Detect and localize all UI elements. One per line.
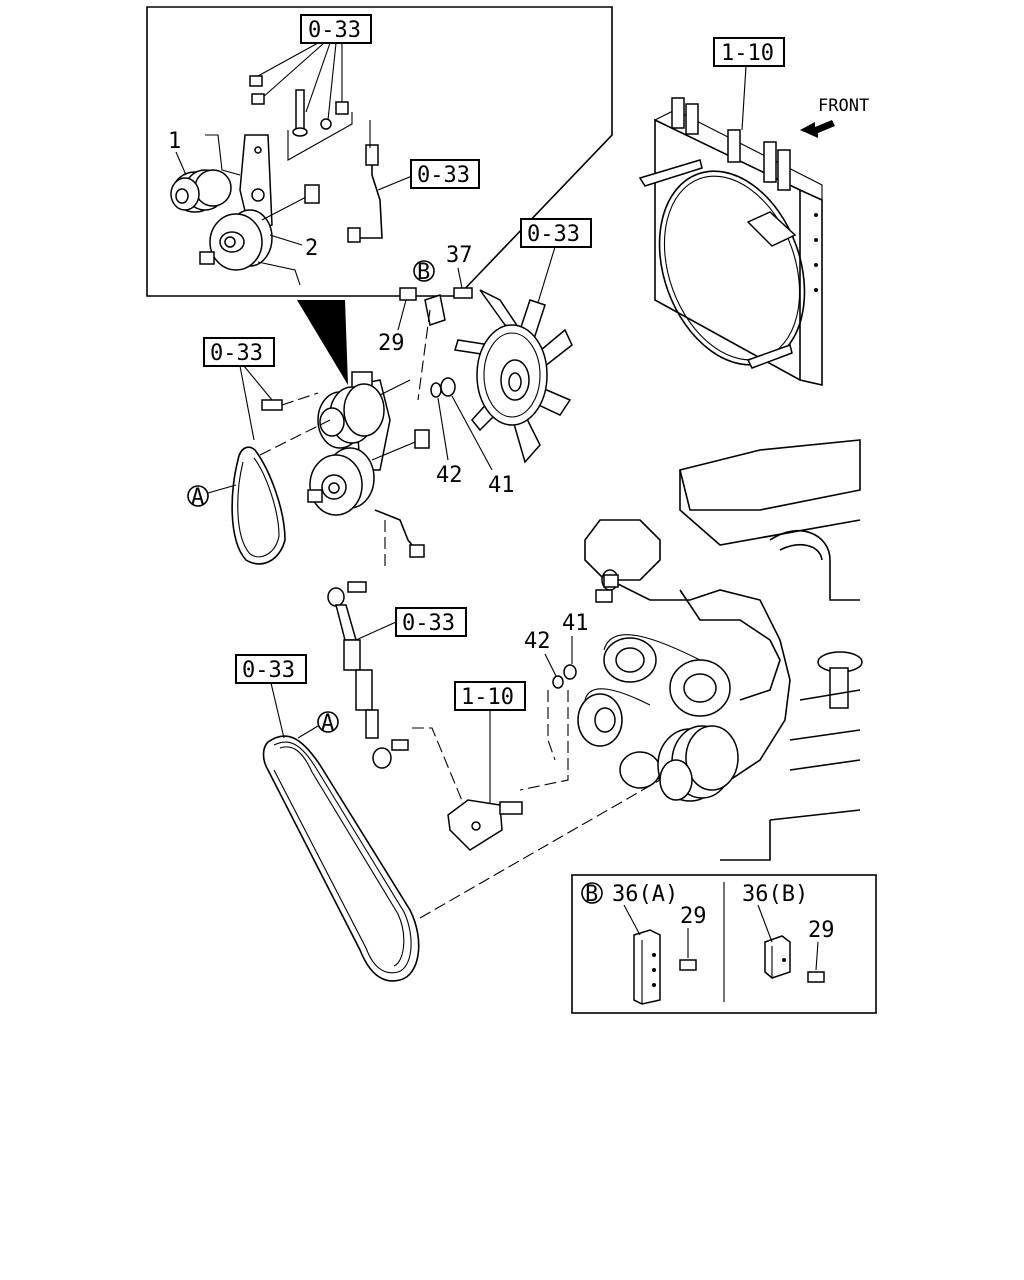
ref-rod: 0-33 [402,611,455,636]
circle-a-ref-2 [317,711,339,733]
tensioner-assembly: 0-33 A [187,337,430,570]
callout-37: 37 [446,243,473,268]
bolt-37 [453,287,473,299]
ref-inset-top: 0-33 [308,18,361,43]
front-label: FRONT [818,96,869,116]
inset-frame [146,6,613,297]
callout-1: 1 [168,129,181,154]
ref-box-fan [520,218,592,248]
ref-box-long-belt [235,654,307,684]
bracket-assembly: 1-10 [447,681,526,851]
callout-circle-b: B [417,260,430,285]
callout-circle-a1: A [191,485,204,510]
ref-box-tensioner [203,337,275,367]
detail-box-b: B 36(A) 29 36(B) 29 [571,874,877,1014]
tensioner-inset: 0-33 [146,6,613,297]
block-36b [764,935,791,979]
ref-box-bracket [454,681,526,711]
detail-left-title: 36(A) [612,882,678,907]
front-arrow-icon [800,120,835,138]
long-belt: 0-33 A [235,654,661,982]
detail-right-title: 36(B) [742,882,808,907]
detail-circle-b [581,882,603,904]
callout-42-engine: 42 [524,629,551,654]
ref-bracket: 1-10 [461,685,514,710]
bolt [295,89,305,131]
ref-box-hose [410,159,480,189]
callout-2: 2 [305,236,318,261]
tension-rod: 0-33 [327,581,471,821]
circle-a-ref-1 [187,485,209,507]
callout-41-engine: 41 [562,611,589,636]
detail-circle-label: B [585,882,598,907]
ref-box-radiator [713,37,785,67]
inset-pointer [297,300,348,385]
radiator-assembly: 1-10 FRONT [638,37,869,387]
belt-small [231,446,286,565]
ref-box-rod [395,607,467,637]
ref-hose: 0-33 [417,163,470,188]
detail-right-part: 29 [808,918,835,943]
callout-41-fan: 41 [488,473,515,498]
callout-42-fan: 42 [436,463,463,488]
ref-tensioner: 0-33 [210,341,263,366]
detail-frame [571,874,877,1014]
nut [251,93,265,105]
nut [249,75,263,87]
circle-b-ref [413,260,435,282]
callout-circle-a2: A [321,711,334,736]
block-36a [633,929,661,1005]
ref-fan: 0-33 [527,222,580,247]
callout-29: 29 [378,331,405,356]
engine-block: 42 41 [519,439,863,861]
ref-long-belt: 0-33 [242,658,295,683]
nut [335,101,349,115]
detail-left-part: 29 [680,904,707,929]
cooling-fan: 0-33 37 B 29 42 41 [378,218,592,498]
ref-radiator: 1-10 [721,41,774,66]
